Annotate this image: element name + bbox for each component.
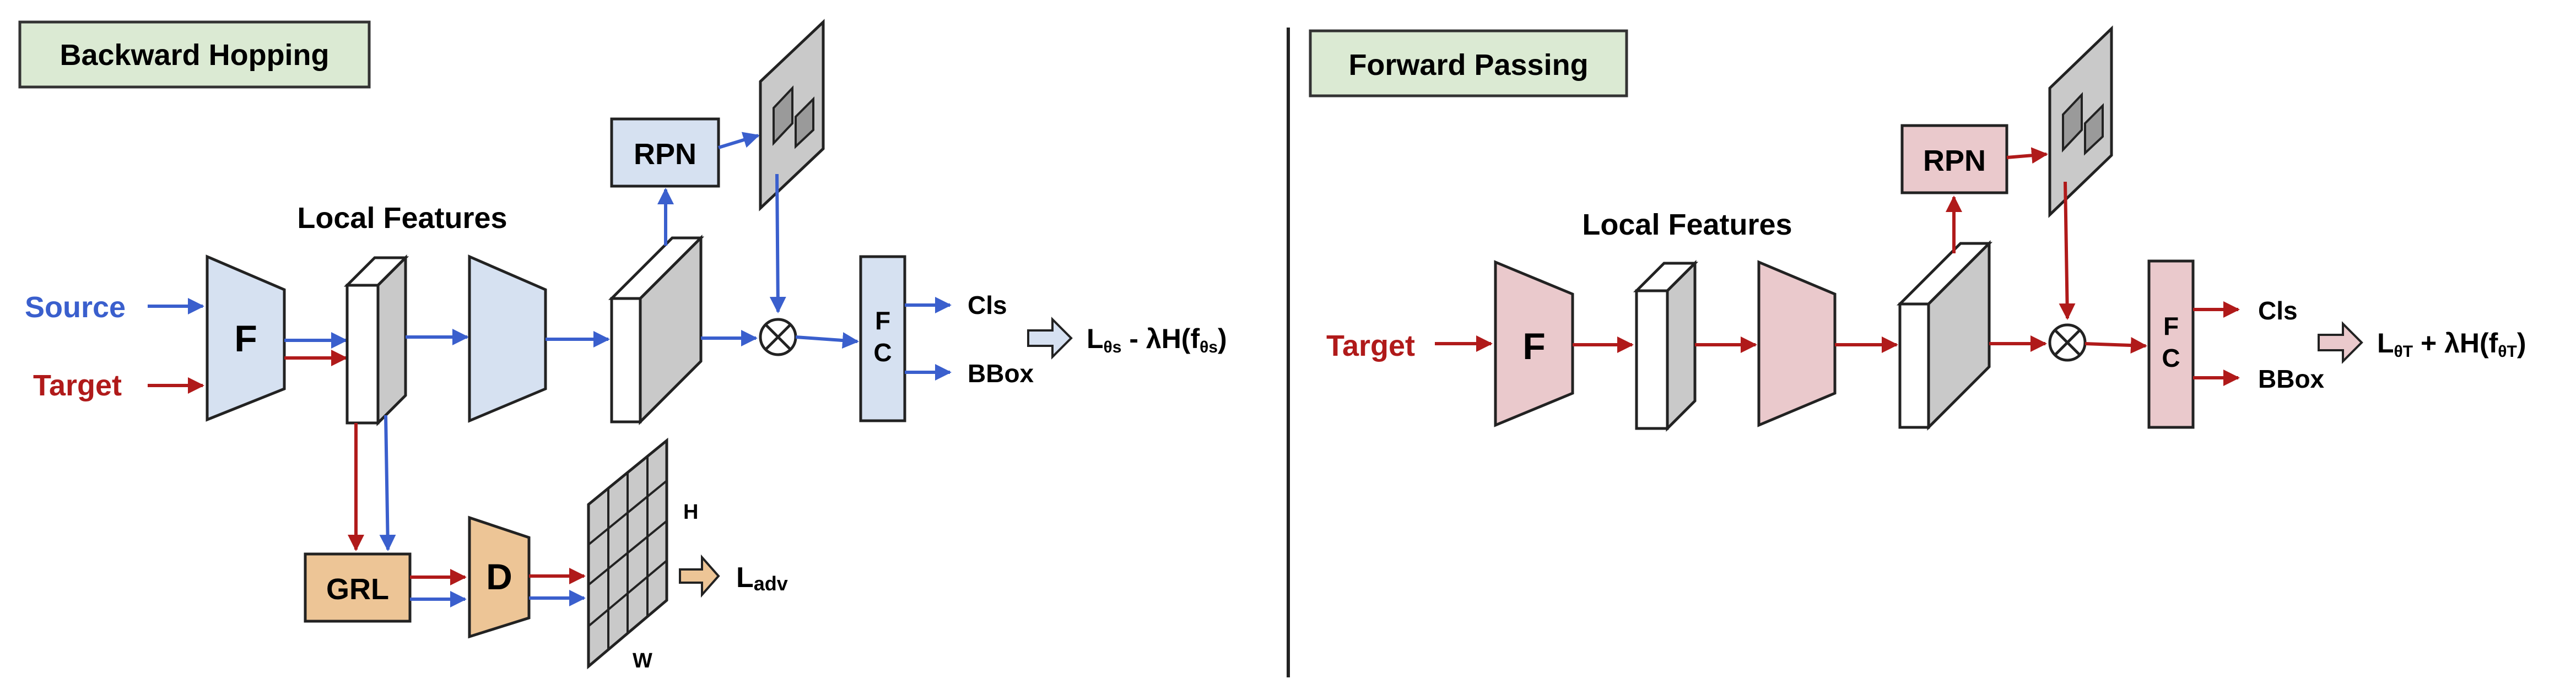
roi-pooling-op-right [2048,323,2087,362]
feature-map-block-left [608,234,705,426]
feature-extractor-f-right [1494,260,1574,427]
grl-label: GRL [326,573,389,606]
backward-hopping-panel: Backward Hopping Source Target F Local F… [18,19,1227,672]
proposal-map-right [2048,25,2113,218]
feature-extractor-f [206,254,286,422]
fc-label-top-left: F [875,306,890,335]
forward-passing-title: Forward Passing [1348,48,1588,82]
rpn-to-proposals [718,132,760,149]
grl-box [304,552,412,623]
map-w-label: W [633,649,652,672]
backbone-trapezoid-left [468,254,547,423]
discriminator-d-label: D [486,556,512,597]
fc-box-left [859,255,906,422]
forward-passing-title-box [1309,29,1628,97]
rpn-label-right: RPN [1923,144,1986,177]
roi-to-fc [795,332,859,349]
adv-loss-label: Ladv [736,562,788,595]
source-label: Source [25,291,126,324]
adv-loss-arrow [679,554,720,598]
roi-pooling-op-left [759,318,797,356]
fc-box-right [2147,259,2195,429]
feature-extractor-f-label-right: F [1522,325,1546,367]
bbox-label-right: BBox [2258,365,2325,393]
forward-passing-panel: Forward Passing Target F Local Features … [1309,25,2526,432]
features-to-grl-blue [379,415,396,551]
fc-label-bottom-left: C [873,338,892,367]
domain-prediction-map [587,437,668,670]
rpn-label-left: RPN [634,138,696,171]
loss-label-left: Lθs - λH(fθs) [1087,323,1227,356]
map-h-label: H [683,501,698,524]
rpn-to-proposals-right [2006,147,2048,164]
backward-hopping-title: Backward Hopping [60,39,329,72]
feature-extractor-f-label: F [234,318,257,360]
fc-label-top-right: F [2163,312,2179,340]
rpn-box-right [1900,124,2008,194]
bbox-label-left: BBox [968,359,1034,388]
cls-label-left: Cls [968,291,1007,319]
proposal-map-left [759,19,825,211]
feature-map-block-right [1896,240,1993,431]
proposals-to-roi [769,173,786,313]
target-label-right: Target [1326,329,1415,362]
backward-hopping-title-box [18,20,371,89]
proposals-to-roi-right [2059,181,2076,320]
local-features-block-right [1633,259,1699,432]
loss-arrow-right [2318,321,2363,364]
loss-arrow-left [1027,317,1073,360]
fc-label-bottom-right: C [2162,344,2180,372]
loss-label-right: LθT + λH(fθT) [2377,328,2526,361]
cls-label-right: Cls [2258,296,2298,325]
roi-to-fc-right [2084,337,2147,354]
rpn-box-left [610,117,720,188]
local-features-block-left [343,254,409,427]
backbone-trapezoid-right [1757,260,1837,427]
discriminator-d [468,515,531,639]
local-features-label-left: Local Features [297,202,507,235]
target-label: Target [33,369,122,402]
local-features-label-right: Local Features [1582,208,1792,241]
